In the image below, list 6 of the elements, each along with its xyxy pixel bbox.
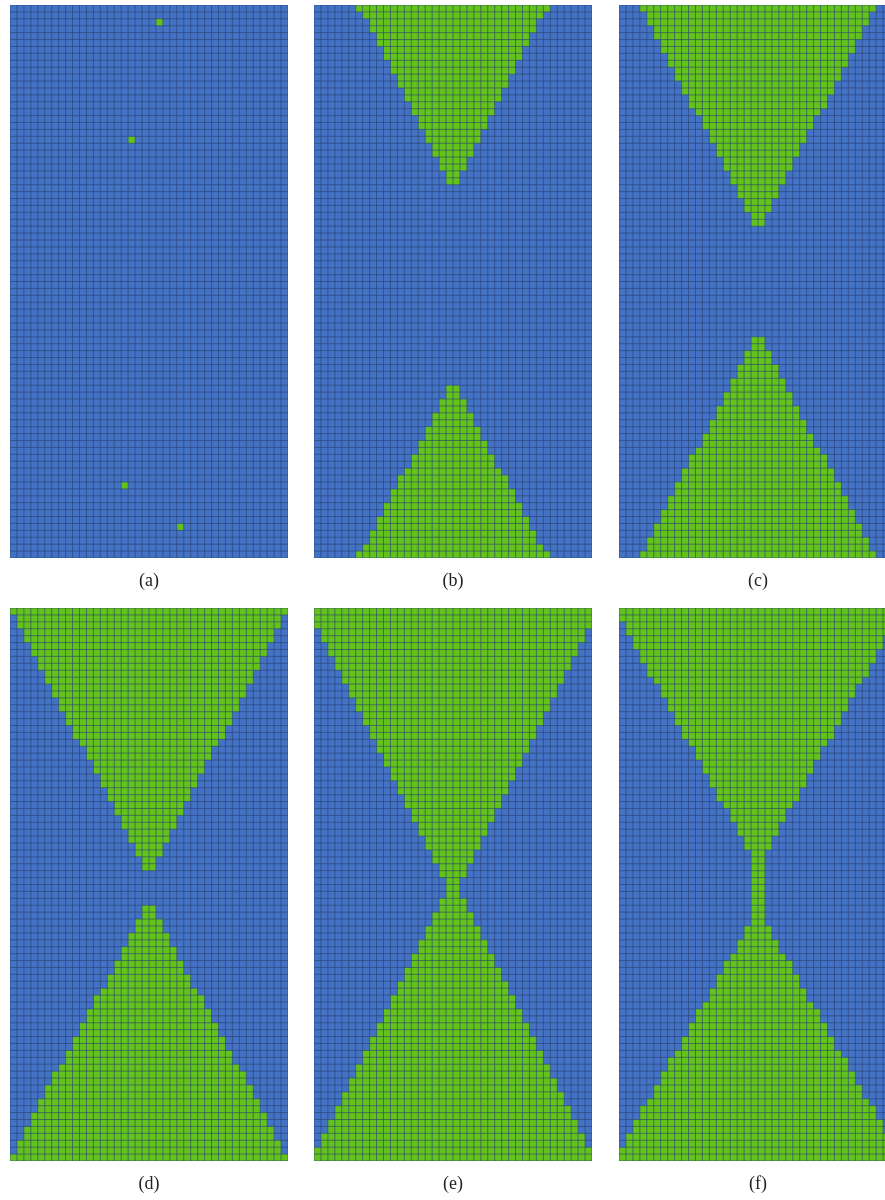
panel-label: (a) xyxy=(138,570,160,591)
panel-label: (b) xyxy=(441,570,465,591)
panel-label: (e) xyxy=(442,1173,464,1194)
panel-label: (f) xyxy=(748,1173,768,1194)
panel-label: (d) xyxy=(137,1173,161,1194)
panel-label: (c) xyxy=(747,570,769,591)
